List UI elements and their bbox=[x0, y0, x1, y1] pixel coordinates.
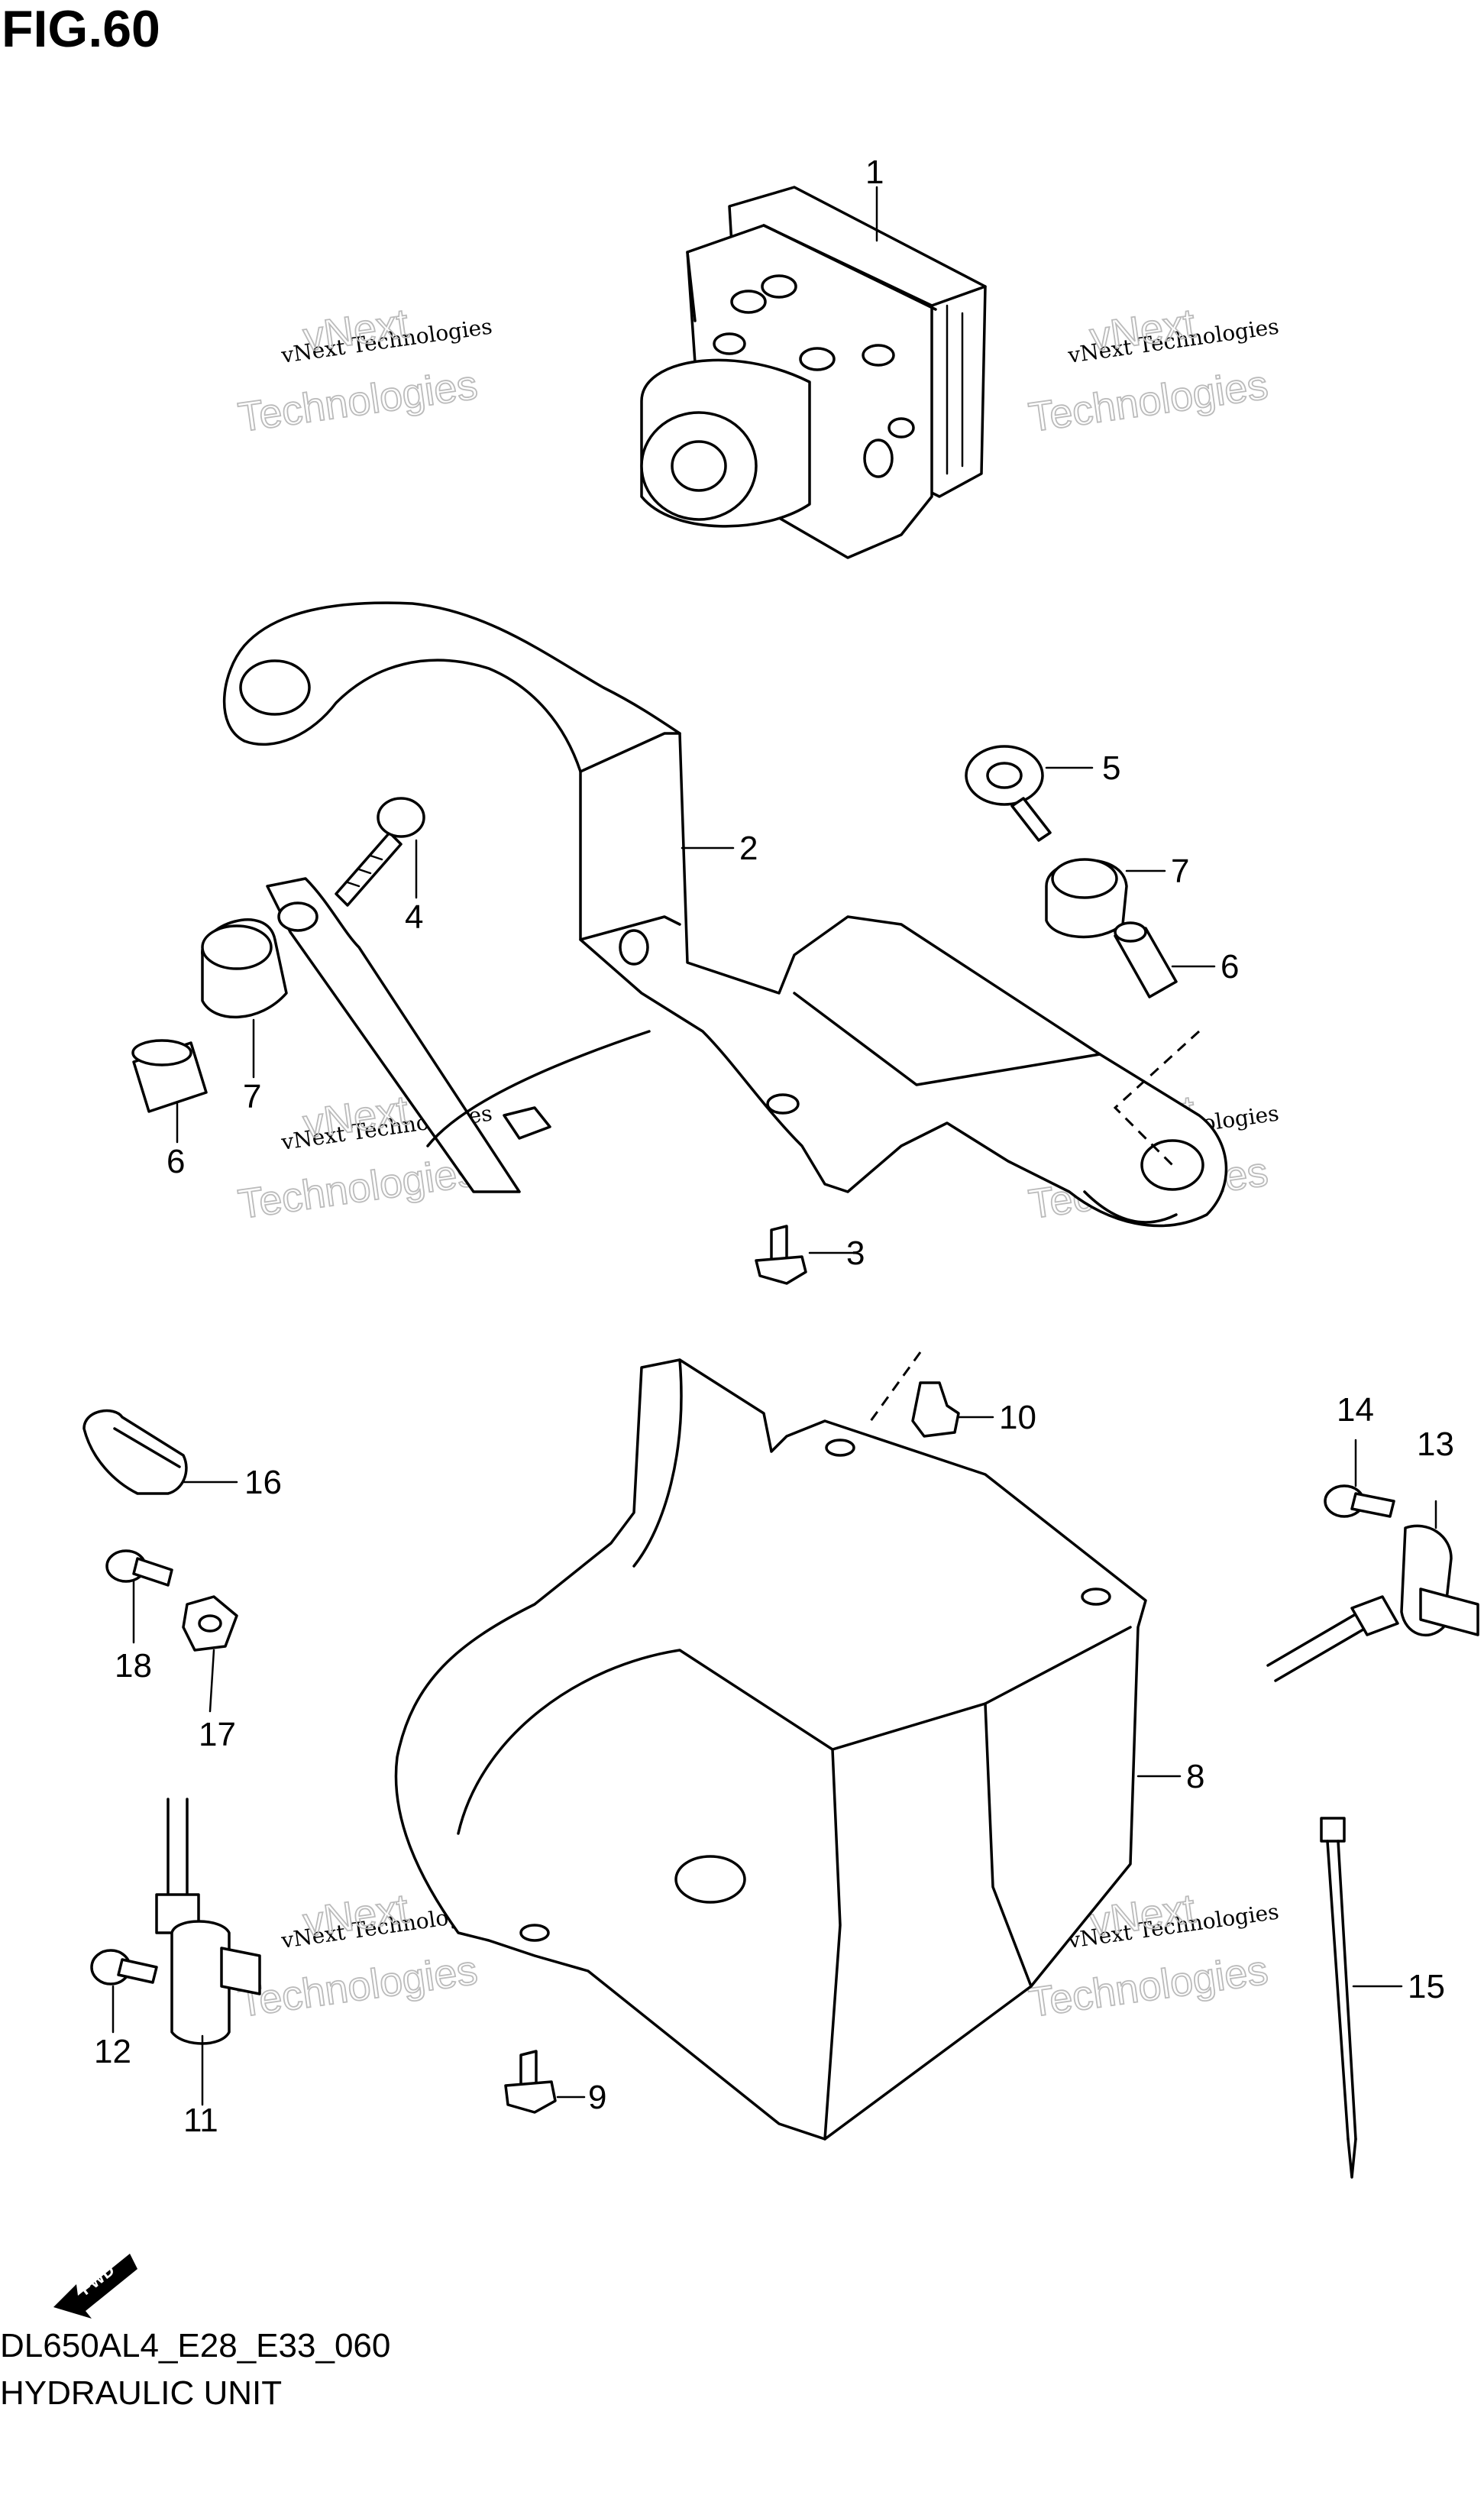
svg-text:Technologies: Technologies bbox=[235, 1947, 480, 2026]
callout-14: 14 bbox=[1337, 1391, 1374, 1429]
part-14-bolt bbox=[1324, 1484, 1395, 1518]
callout-12: 12 bbox=[94, 2033, 131, 2070]
callout-9: 9 bbox=[588, 2079, 606, 2116]
svg-text:Technologies: Technologies bbox=[235, 1149, 480, 1228]
part-16-clamp bbox=[82, 1409, 188, 1495]
figure-caption: HYDRAULIC UNIT bbox=[0, 2374, 283, 2412]
watermark-1: vNext Technologies vNext Technologies bbox=[234, 299, 493, 441]
callout-10: 10 bbox=[999, 1399, 1036, 1436]
callout-17: 17 bbox=[199, 1716, 236, 1753]
part-7-grommet-right bbox=[1045, 858, 1128, 939]
part-5-bolt bbox=[965, 745, 1052, 842]
callout-16: 16 bbox=[244, 1464, 282, 1501]
callout-3: 3 bbox=[846, 1235, 865, 1272]
callout-2: 2 bbox=[739, 830, 758, 867]
part-11-sensor bbox=[155, 1798, 261, 2045]
part-2-bracket bbox=[222, 601, 1228, 1228]
part-15-cable-tie bbox=[1320, 1817, 1357, 2179]
part-17-nut bbox=[182, 1595, 238, 1652]
callout-13: 13 bbox=[1417, 1426, 1454, 1463]
part-6-collar-right bbox=[1114, 921, 1178, 998]
callout-7-right: 7 bbox=[1171, 853, 1189, 890]
figure-footer: DL650AL4_E28_E33_060 HYDRAULIC UNIT bbox=[0, 2322, 390, 2416]
part-4-bolt bbox=[335, 797, 425, 907]
figure-title: FIG.60 bbox=[2, 0, 160, 58]
callout-6-right: 6 bbox=[1221, 948, 1239, 985]
callout-11: 11 bbox=[183, 2102, 218, 2139]
part-12-bolt bbox=[90, 1949, 158, 1986]
part-8-tray bbox=[394, 1358, 1147, 2141]
callout-5: 5 bbox=[1102, 749, 1120, 787]
part-1-hydraulic-unit bbox=[640, 186, 987, 559]
svg-text:Technologies: Technologies bbox=[1026, 362, 1271, 441]
dashed-relations bbox=[869, 1030, 1201, 1422]
callout-6-left: 6 bbox=[167, 1143, 185, 1180]
callout-7-left: 7 bbox=[243, 1078, 261, 1115]
part-13-sensor bbox=[1266, 1524, 1479, 1682]
callout-1: 1 bbox=[865, 154, 884, 191]
part-9-bolt bbox=[504, 2050, 557, 2114]
watermark-2: vNext Technologies vNext Technologies bbox=[1025, 299, 1280, 441]
part-7-grommet-left bbox=[201, 918, 288, 1019]
leader-lines bbox=[112, 186, 1437, 2106]
part-10-clip bbox=[911, 1381, 960, 1438]
svg-text:Technologies: Technologies bbox=[235, 362, 480, 441]
part-3-bolt bbox=[755, 1225, 807, 1285]
callout-4: 4 bbox=[405, 898, 423, 936]
fwd-arrow: FWD bbox=[53, 2254, 137, 2319]
svg-text:Technologies: Technologies bbox=[1026, 1947, 1271, 2026]
callout-15: 15 bbox=[1408, 1968, 1445, 2005]
model-code: DL650AL4_E28_E33_060 bbox=[0, 2327, 391, 2364]
callout-18: 18 bbox=[115, 1647, 152, 1685]
part-18-bolt bbox=[105, 1549, 173, 1587]
part-6-collar-left bbox=[131, 1039, 208, 1113]
callout-8: 8 bbox=[1186, 1758, 1204, 1795]
callouts: 1 2 3 4 5 6 7 6 7 8 9 10 11 12 13 14 15 … bbox=[94, 154, 1454, 2139]
